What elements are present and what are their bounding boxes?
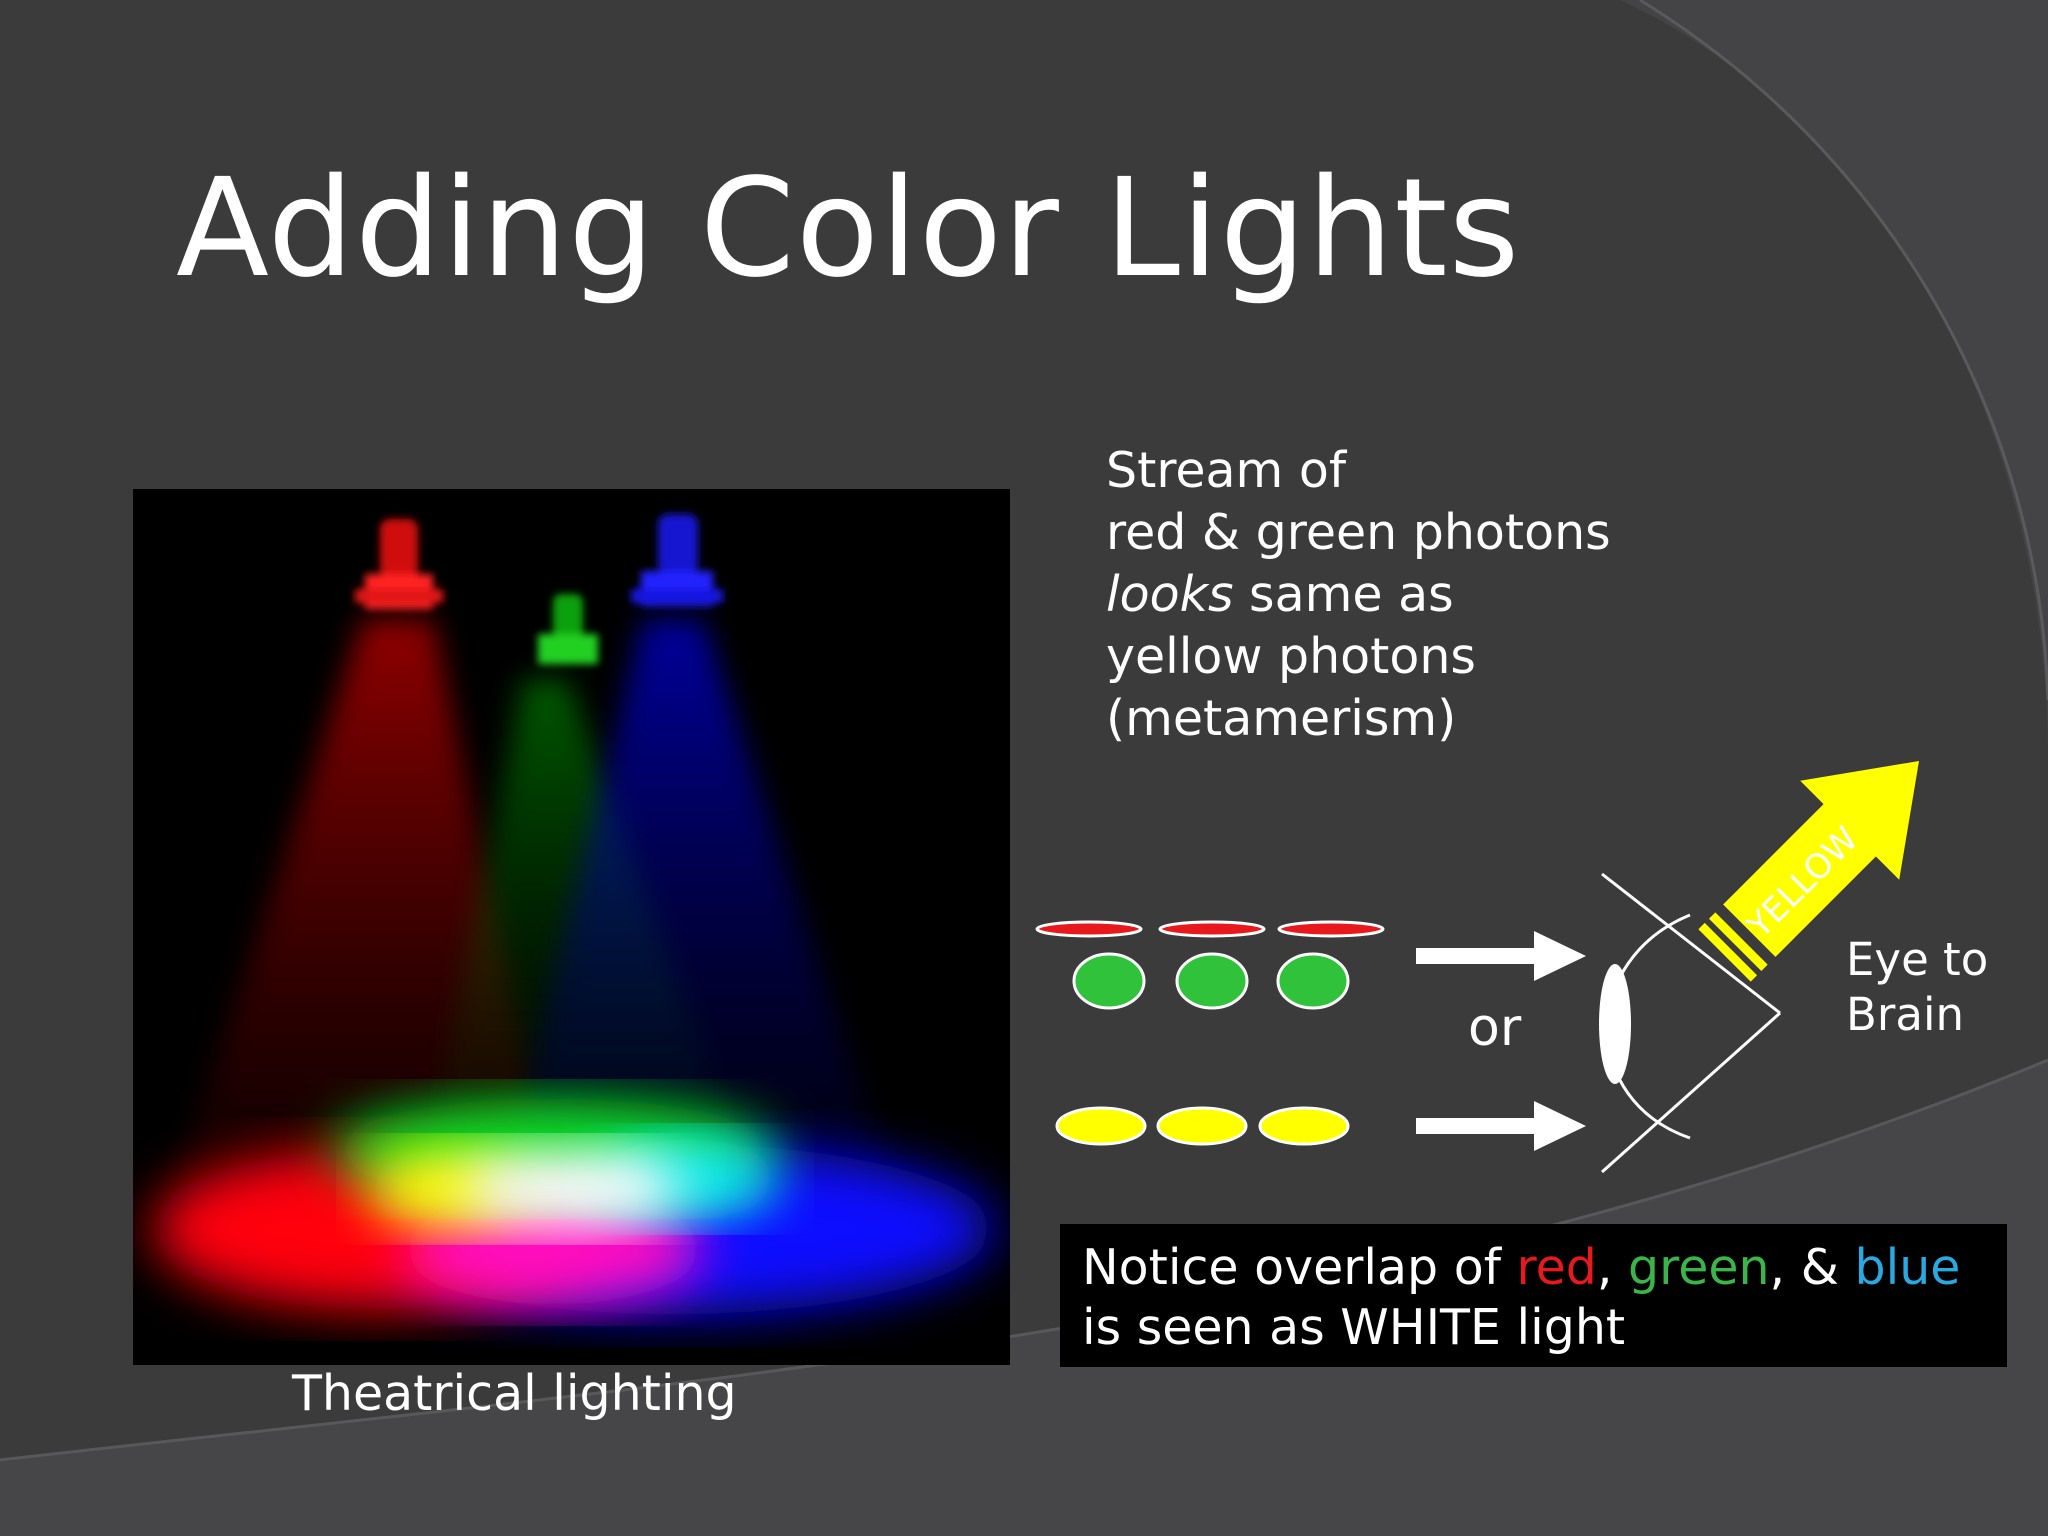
eye-to-brain-label: Eye to Brain (1846, 932, 1988, 1042)
image-caption: Theatrical lighting (292, 1365, 737, 1422)
notice-line-2: is seen as WHITE light (1082, 1299, 1626, 1356)
spotlight-red-icon (355, 519, 443, 609)
notice-box: Notice overlap of red, green, & blue is … (1060, 1224, 2007, 1367)
arrow-right-icon (1416, 931, 1586, 981)
green-photon (1175, 952, 1249, 1010)
theatrical-lighting-image (133, 489, 1010, 1365)
eye-label-line: Brain (1846, 988, 1964, 1041)
red-word: red (1516, 1239, 1597, 1296)
spotlight-green-icon (538, 594, 598, 664)
blue-word: blue (1854, 1239, 1961, 1296)
arrow-right-icon (1416, 1101, 1586, 1151)
emphasis-text: looks (1106, 566, 1234, 623)
eye-icon (1599, 872, 1781, 1174)
or-label: or (1468, 998, 1522, 1058)
slide-title: Adding Color Lights (176, 150, 1521, 308)
green-photon (1276, 952, 1350, 1010)
eye-label-line: Eye to (1846, 933, 1989, 986)
description-line: (metamerism) (1106, 690, 1457, 747)
red-photon (1035, 920, 1143, 938)
description-line: red & green photons (1106, 504, 1611, 561)
description-line: Stream of (1106, 442, 1347, 499)
notice-line-1: Notice overlap of red, green, & blue (1082, 1239, 1961, 1296)
yellow-photon (1055, 1106, 1147, 1146)
yellow-photon (1258, 1106, 1350, 1146)
red-photon (1277, 920, 1385, 938)
metamerism-description: Stream of red & green photons looks same… (1106, 440, 1611, 750)
yellow-photon (1156, 1106, 1248, 1146)
green-photon (1072, 952, 1146, 1010)
description-line: yellow photons (1106, 628, 1476, 685)
red-photon (1158, 920, 1266, 938)
photon-diagram: YELLOW (1035, 761, 1919, 1174)
description-line: looks same as (1106, 566, 1454, 623)
spotlight-blue-icon (631, 514, 723, 606)
green-word: green (1628, 1239, 1770, 1296)
